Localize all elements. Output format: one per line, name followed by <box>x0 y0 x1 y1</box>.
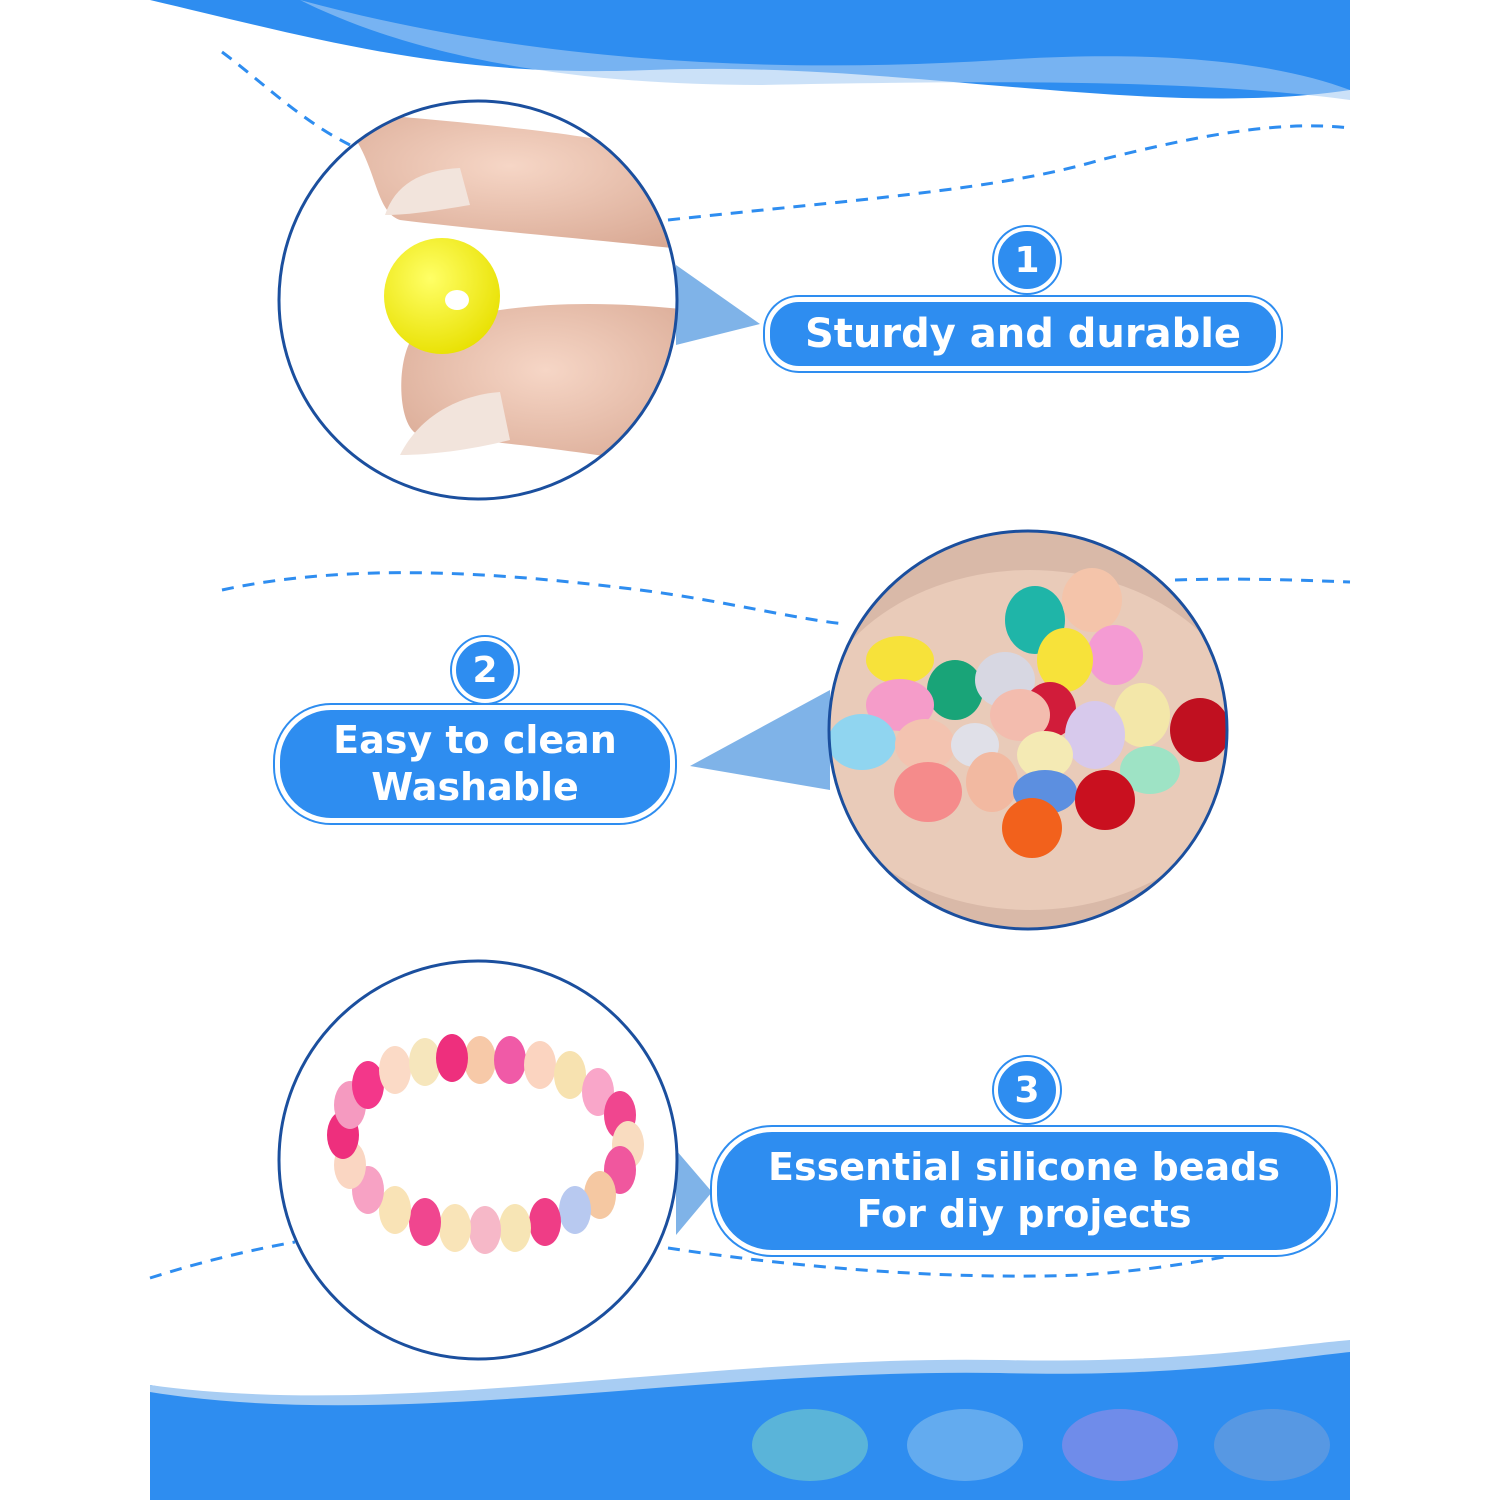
faded-bead-blue <box>907 1409 1023 1481</box>
top-wave-highlight <box>300 0 1350 100</box>
photo-finger-holding-yellow-bead <box>280 102 676 498</box>
faded-bead-steel <box>1214 1409 1330 1481</box>
bottom-wave-band <box>150 1350 1350 1500</box>
pointer-triangle-1 <box>676 265 760 345</box>
photo-frame-1 <box>277 99 679 501</box>
pointer-triangle-2 <box>690 690 830 790</box>
photo-frame-3 <box>277 959 679 1361</box>
feature-1-number-badge: 1 <box>994 227 1060 293</box>
feature-3-label-pill: Essential silicone beads For diy project… <box>712 1127 1336 1255</box>
feature-1-label-pill: Sturdy and durable <box>765 297 1281 371</box>
feature-3-number-badge: 3 <box>994 1057 1060 1123</box>
photo-frame-2 <box>827 529 1229 931</box>
feature-3-line-1: Essential silicone beads <box>768 1144 1280 1189</box>
faded-bead-teal <box>752 1409 868 1481</box>
photo-handful-of-colorful-beads <box>830 532 1226 928</box>
feature-2-line-1: Easy to clean <box>333 717 617 762</box>
feature-1-line-1: Sturdy and durable <box>804 311 1242 357</box>
feature-2-number-badge: 2 <box>452 637 518 703</box>
faded-bead-purple <box>1062 1409 1178 1481</box>
feature-3-line-2: For diy projects <box>856 1192 1192 1236</box>
dashed-lines <box>149 50 1351 1280</box>
feature-2-label-pill: Easy to clean Washable <box>275 705 675 823</box>
pointer-triangle-3 <box>676 1150 712 1235</box>
bottom-wave-highlight <box>150 1340 1350 1406</box>
photo-pink-bead-bracelet <box>280 962 676 1358</box>
feature-2-line-2: Washable <box>371 765 579 809</box>
